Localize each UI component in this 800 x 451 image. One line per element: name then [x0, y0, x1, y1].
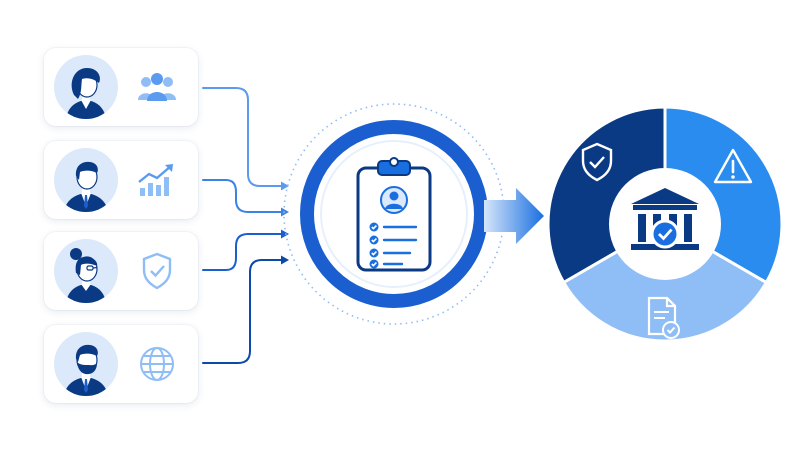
- globe-icon: [136, 344, 178, 384]
- clipboard-checklist-icon: [352, 156, 436, 274]
- connector-2a: [202, 179, 283, 213]
- arrowhead-4: [281, 255, 289, 265]
- bearded-man-avatar: [54, 332, 118, 396]
- connector-1: [202, 87, 283, 187]
- stakeholder-card-3: [44, 232, 198, 310]
- shield-check-icon: [581, 142, 613, 182]
- growth-chart-icon: [136, 160, 178, 200]
- connector-4: [202, 259, 283, 364]
- woman-glasses-avatar: [54, 239, 118, 303]
- team-icon: [136, 67, 178, 107]
- arrowhead-3: [281, 229, 289, 239]
- connector-3: [202, 233, 283, 271]
- stakeholder-card-1: [44, 48, 198, 126]
- flow-arrow: [484, 188, 544, 244]
- outcome-segmented-circle: [546, 105, 784, 343]
- segment-documentation: [561, 222, 769, 343]
- stakeholder-card-4: [44, 325, 198, 403]
- man-avatar: [54, 148, 118, 212]
- warning-icon: [713, 148, 753, 184]
- bank-check-icon: [631, 188, 699, 250]
- shield-outline-icon: [136, 251, 178, 291]
- stakeholder-card-2: [44, 141, 198, 219]
- arrowhead-2: [281, 207, 289, 217]
- document-check-icon: [647, 296, 680, 339]
- arrowhead-1: [281, 181, 289, 191]
- woman-avatar: [54, 55, 118, 119]
